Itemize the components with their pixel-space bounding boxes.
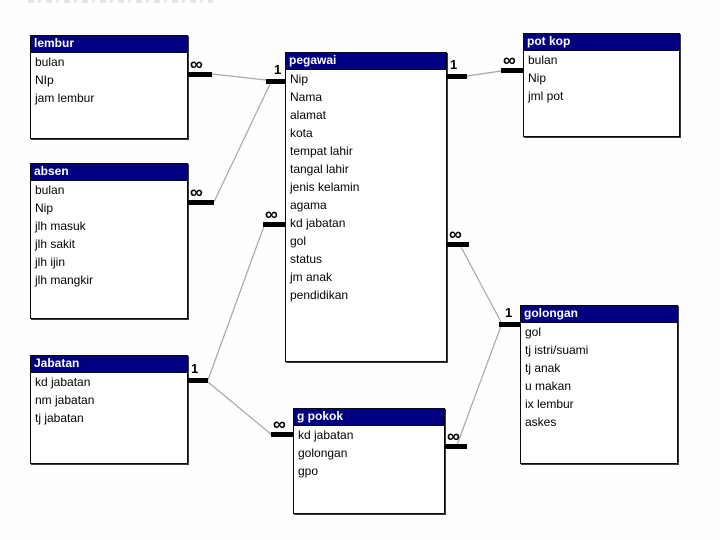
table-title: Jabatan bbox=[31, 356, 187, 373]
cardinality-many-symbol: ∞ bbox=[449, 224, 462, 244]
cardinality-many-symbol: ∞ bbox=[503, 50, 516, 70]
cardinality-bar-gpokok-many-right bbox=[445, 444, 467, 449]
relationship-line-gpokok-golongan[interactable] bbox=[456, 325, 502, 446]
field-row: jlh masuk bbox=[35, 219, 86, 233]
field-row: Nip bbox=[290, 72, 309, 86]
clipped-text-artifact bbox=[28, 0, 213, 3]
table-title: pot kop bbox=[524, 34, 679, 51]
cardinality-many-symbol: ∞ bbox=[190, 182, 203, 202]
table-box-golongan[interactable]: golongan gol tj istri/suami tj anak u makan… bbox=[520, 305, 678, 464]
field-row: NIp bbox=[35, 73, 54, 87]
field-row: askes bbox=[525, 415, 557, 429]
table-title: g pokok bbox=[294, 409, 444, 426]
field-row: Nip bbox=[528, 71, 547, 85]
cardinality-one-symbol: 1 bbox=[505, 305, 513, 320]
field-row: jml pot bbox=[528, 89, 564, 103]
cardinality-bar-golongan-one bbox=[499, 322, 520, 327]
field-row: Nip bbox=[35, 201, 54, 215]
cardinality-bar-pegawai-one-left bbox=[266, 79, 285, 84]
table-box-g-pokok[interactable]: g pokok kd jabatan golongan gpo bbox=[293, 408, 445, 514]
field-row: jlh sakit bbox=[35, 237, 76, 251]
cardinality-many-symbol: ∞ bbox=[190, 54, 203, 74]
field-row: gpo bbox=[298, 464, 319, 478]
field-row: kota bbox=[290, 126, 313, 140]
field-row: jlh ijin bbox=[35, 255, 66, 269]
field-row: golongan bbox=[298, 446, 348, 460]
field-row: kd jabatan bbox=[290, 216, 346, 230]
field-row: jenis kelamin bbox=[290, 180, 360, 194]
cardinality-bar-pegawai-many-left bbox=[263, 222, 285, 227]
field-row: tj anak bbox=[525, 361, 561, 375]
field-row: nm jabatan bbox=[35, 393, 95, 407]
relationship-line-jabatan-gpokok[interactable] bbox=[207, 381, 273, 436]
field-row: tangal lahir bbox=[290, 162, 349, 176]
field-row: u makan bbox=[525, 379, 572, 393]
field-row: status bbox=[290, 252, 323, 266]
field-row: alamat bbox=[290, 108, 327, 122]
table-field-list: kd jabatan golongan gpo bbox=[294, 426, 444, 481]
field-row: tempat lahir bbox=[290, 144, 353, 158]
cardinality-many-symbol: ∞ bbox=[447, 426, 460, 446]
relationship-line-lembur-pegawai[interactable] bbox=[211, 73, 267, 81]
field-row: kd jabatan bbox=[298, 428, 354, 442]
cardinality-one-symbol: 1 bbox=[274, 62, 282, 77]
field-row: tj istri/suami bbox=[525, 343, 589, 357]
relationship-line-absen-pegawai[interactable] bbox=[213, 83, 271, 203]
field-row: gol bbox=[525, 325, 542, 339]
field-row: Nama bbox=[290, 90, 323, 104]
cardinality-one-symbol: 1 bbox=[450, 57, 458, 72]
cardinality-bar-pegawai-many-right bbox=[447, 242, 469, 247]
field-row: bulan bbox=[528, 53, 558, 67]
field-row: agama bbox=[290, 198, 327, 212]
cardinality-bar-gpokok-many-left bbox=[271, 432, 293, 437]
field-row: ix lembur bbox=[525, 397, 574, 411]
field-row: jam lembur bbox=[35, 91, 95, 105]
cardinality-one-symbol: 1 bbox=[191, 361, 199, 376]
cardinality-bar-jabatan-one bbox=[188, 378, 208, 383]
cardinality-bar-pegawai-one-right bbox=[447, 74, 467, 79]
field-row: pendidikan bbox=[290, 288, 349, 302]
cardinality-many-symbol: ∞ bbox=[265, 204, 278, 224]
table-title: lembur bbox=[31, 36, 187, 53]
field-row: jlh mangkir bbox=[35, 273, 94, 287]
cardinality-bar-absen-many bbox=[188, 200, 214, 205]
field-row: bulan bbox=[35, 55, 65, 69]
relationship-line-pegawai-potkop[interactable] bbox=[466, 70, 502, 77]
cardinality-bar-potkop-many bbox=[501, 68, 523, 73]
cardinality-bar-lembur-many bbox=[188, 72, 212, 77]
table-title: golongan bbox=[521, 306, 677, 323]
table-field-list: kd jabatan nm jabatan tj jabatan bbox=[31, 373, 187, 428]
field-row: tj jabatan bbox=[35, 411, 84, 425]
field-row: kd jabatan bbox=[35, 375, 91, 389]
cardinality-many-symbol: ∞ bbox=[273, 414, 286, 434]
table-title: absen bbox=[31, 164, 187, 181]
field-row: jm anak bbox=[290, 270, 333, 284]
relationship-line-pegawai-golongan[interactable] bbox=[460, 246, 502, 323]
relationship-line-jabatan-pegawai[interactable] bbox=[207, 225, 265, 381]
field-row: gol bbox=[290, 234, 307, 248]
table-title: pegawai bbox=[286, 53, 446, 70]
field-row: bulan bbox=[35, 183, 65, 197]
table-box-jabatan[interactable]: Jabatan kd jabatan nm jabatan tj jabatan bbox=[30, 355, 188, 464]
table-field-list: gol tj istri/suami tj anak u makan ix lembur… bbox=[521, 323, 677, 432]
